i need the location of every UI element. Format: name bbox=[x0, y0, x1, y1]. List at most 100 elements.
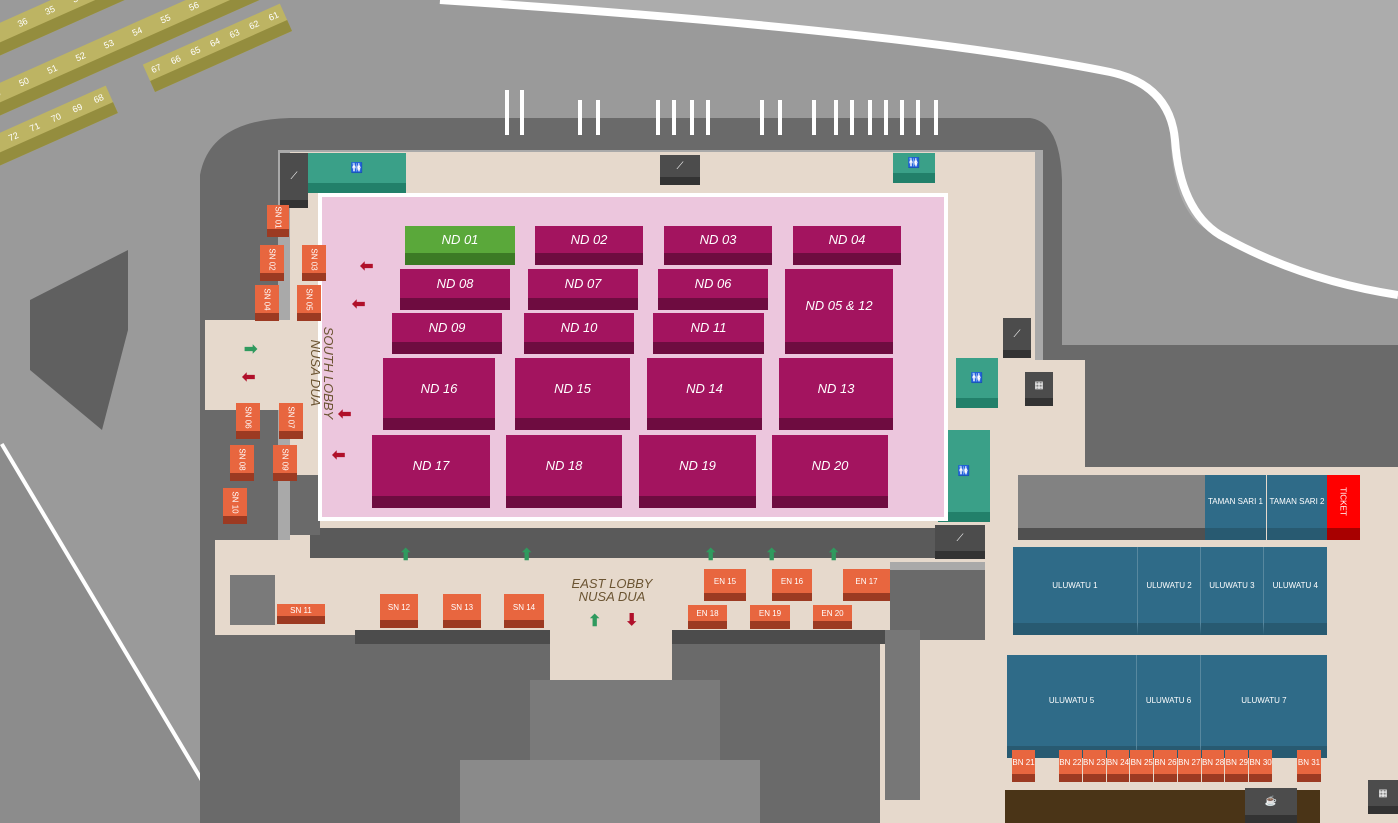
parking-spot: 52 bbox=[73, 50, 88, 64]
booth-en-18[interactable]: EN 18 bbox=[688, 605, 727, 629]
booth-label: EN 15 bbox=[713, 576, 737, 586]
booth-sn[interactable]: SN 08 bbox=[230, 445, 254, 481]
booth-nd-13[interactable]: ND 13 bbox=[779, 358, 893, 430]
booth-bn[interactable]: BN 27 bbox=[1177, 750, 1201, 782]
booth-label: ND 04 bbox=[828, 232, 866, 247]
booth-label: ND 02 bbox=[570, 232, 608, 247]
booth-sn-14[interactable]: SN 14 bbox=[504, 594, 544, 628]
room-uluwatu-1[interactable]: ULUWATU 1 bbox=[1013, 547, 1137, 635]
booth-bn[interactable]: BN 25 bbox=[1130, 750, 1154, 782]
booth-nd-20[interactable]: ND 20 bbox=[772, 435, 888, 508]
booth-nd-04[interactable]: ND 04 bbox=[793, 226, 901, 265]
exit-arrow-icon: ⬅ bbox=[332, 447, 346, 464]
exit-arrow-icon: ⬇ bbox=[625, 612, 639, 629]
booth-bn[interactable]: BN 31 bbox=[1297, 750, 1321, 782]
booth-label: ND 18 bbox=[545, 458, 583, 473]
booth-label: ND 03 bbox=[699, 232, 737, 247]
room-uluwatu-3[interactable]: ULUWATU 3 bbox=[1200, 547, 1263, 635]
booth-bn[interactable]: BN 23 bbox=[1082, 750, 1106, 782]
booth-bn[interactable]: BN 28 bbox=[1201, 750, 1225, 782]
parking-spot: 69 bbox=[70, 101, 84, 115]
booth-sn[interactable]: SN 02 bbox=[260, 245, 284, 281]
parking-spot: 67 bbox=[149, 61, 163, 76]
booth-label: ND 20 bbox=[811, 458, 849, 473]
booth-nd-03[interactable]: ND 03 bbox=[664, 226, 772, 265]
booth-nd-05-12[interactable]: ND 05 & 12 bbox=[785, 269, 893, 354]
booth-nd-19[interactable]: ND 19 bbox=[639, 435, 756, 508]
restroom-icon: 🚻 bbox=[907, 157, 921, 169]
booth-nd-11[interactable]: ND 11 bbox=[653, 313, 764, 354]
booth-sn[interactable]: SN 01 bbox=[267, 205, 289, 237]
booth-label: ND 19 bbox=[679, 458, 716, 473]
parking-spot: 56 bbox=[187, 0, 201, 13]
parking-spot: 34 bbox=[71, 0, 84, 5]
booth-label: BN 26 bbox=[1154, 757, 1177, 767]
booth-nd-15[interactable]: ND 15 bbox=[515, 358, 630, 430]
room-uluwatu-2[interactable]: ULUWATU 2 bbox=[1136, 547, 1201, 635]
room-uluwatu-4[interactable]: ULUWATU 4 bbox=[1262, 547, 1327, 635]
booth-label: EN 18 bbox=[696, 608, 719, 618]
entry-arrow-icon: ➡ bbox=[244, 341, 258, 358]
room-uluwatu-7[interactable]: ULUWATU 7 bbox=[1199, 655, 1327, 758]
entry-arrow-icon: ⬆ bbox=[827, 547, 841, 564]
room-taman-sari-1[interactable]: TAMAN SARI 1 bbox=[1205, 475, 1266, 540]
booth-label: SN 03 bbox=[309, 247, 319, 271]
booth-nd-16[interactable]: ND 16 bbox=[383, 358, 495, 430]
booth-sn-11[interactable]: SN 11 bbox=[277, 604, 325, 624]
room-uluwatu-5[interactable]: ULUWATU 5 bbox=[1007, 655, 1137, 758]
booth-en-16[interactable]: EN 16 bbox=[772, 569, 812, 601]
restroom-icon: 🚻 bbox=[957, 465, 971, 477]
parking-spot: 62 bbox=[247, 18, 261, 32]
booth-bn[interactable]: BN 26 bbox=[1154, 750, 1177, 782]
booth-label: ND 14 bbox=[686, 380, 723, 396]
booth-bn[interactable]: BN 21 bbox=[1012, 750, 1035, 782]
booth-nd-07[interactable]: ND 07 bbox=[528, 269, 638, 310]
booth-label: ND 08 bbox=[436, 276, 474, 291]
elevator-icon: ▦ bbox=[1378, 787, 1388, 799]
booth-en-19[interactable]: EN 19 bbox=[750, 605, 790, 629]
booth-sn-13[interactable]: SN 13 bbox=[443, 594, 481, 628]
booth-nd-02[interactable]: ND 02 bbox=[535, 226, 643, 265]
booth-label: ND 13 bbox=[817, 380, 855, 396]
booth-nd-18[interactable]: ND 18 bbox=[506, 435, 622, 508]
booth-bn[interactable]: BN 24 bbox=[1106, 750, 1130, 782]
booth-bn[interactable]: BN 22 bbox=[1059, 750, 1082, 782]
booth-nd-06[interactable]: ND 06 bbox=[658, 269, 768, 310]
booth-nd-10[interactable]: ND 10 bbox=[524, 313, 634, 354]
booth-nd-01[interactable]: ND 01 bbox=[405, 226, 515, 265]
parking-spot: 55 bbox=[158, 12, 173, 26]
entry-arrow-icon: ⬆ bbox=[588, 613, 602, 630]
booth-label: SN 11 bbox=[290, 605, 312, 615]
booth-sn-12[interactable]: SN 12 bbox=[380, 594, 418, 628]
booth-nd-09[interactable]: ND 09 bbox=[392, 313, 502, 354]
booth-nd-08[interactable]: ND 08 bbox=[400, 269, 510, 310]
parking-spot: 66 bbox=[169, 53, 183, 67]
booth-en-17[interactable]: EN 17 bbox=[843, 569, 890, 601]
booth-bn[interactable]: BN 30 bbox=[1249, 750, 1273, 782]
exit-arrow-icon: ⬅ bbox=[352, 296, 366, 313]
booth-sn[interactable]: SN 06 bbox=[236, 403, 260, 439]
booth-sn[interactable]: SN 03 bbox=[302, 245, 326, 281]
escalator-icon: ⟋ bbox=[290, 171, 298, 182]
parking-spot: 70 bbox=[49, 111, 63, 125]
booth-label: SN 04 bbox=[262, 287, 272, 311]
bn-booth-row: BN 22 BN 23 BN 24 BN 25 BN 26 BN 27 BN 2… bbox=[1059, 750, 1273, 782]
booth-bn[interactable]: BN 29 bbox=[1225, 750, 1249, 782]
exit-arrow-icon: ⬅ bbox=[338, 406, 352, 423]
booth-en-15[interactable]: EN 15 bbox=[704, 569, 746, 601]
booth-nd-14[interactable]: ND 14 bbox=[647, 358, 762, 430]
room-taman-sari-2[interactable]: TAMAN SARI 2 bbox=[1267, 475, 1327, 540]
room-uluwatu-6[interactable]: ULUWATU 6 bbox=[1136, 655, 1200, 758]
uluwatu-lower: ULUWATU 5 ULUWATU 6 ULUWATU 7 bbox=[1007, 655, 1327, 758]
booth-en-20[interactable]: EN 20 bbox=[813, 605, 852, 629]
booth-sn[interactable]: SN 04 bbox=[255, 285, 279, 321]
booth-sn[interactable]: SN 05 bbox=[297, 285, 321, 321]
booth-sn[interactable]: SN 07 bbox=[279, 403, 303, 439]
booth-sn[interactable]: SN 09 bbox=[273, 445, 297, 481]
booth-nd-17[interactable]: ND 17 bbox=[372, 435, 490, 508]
booth-label: ND 05 & 12 bbox=[805, 298, 873, 313]
ticket-counter[interactable]: TICKET bbox=[1327, 475, 1360, 540]
restroom-icon: 🚻 bbox=[893, 153, 935, 183]
booth-sn[interactable]: SN 10 bbox=[223, 488, 247, 524]
parking-spot: 37 bbox=[0, 28, 2, 41]
